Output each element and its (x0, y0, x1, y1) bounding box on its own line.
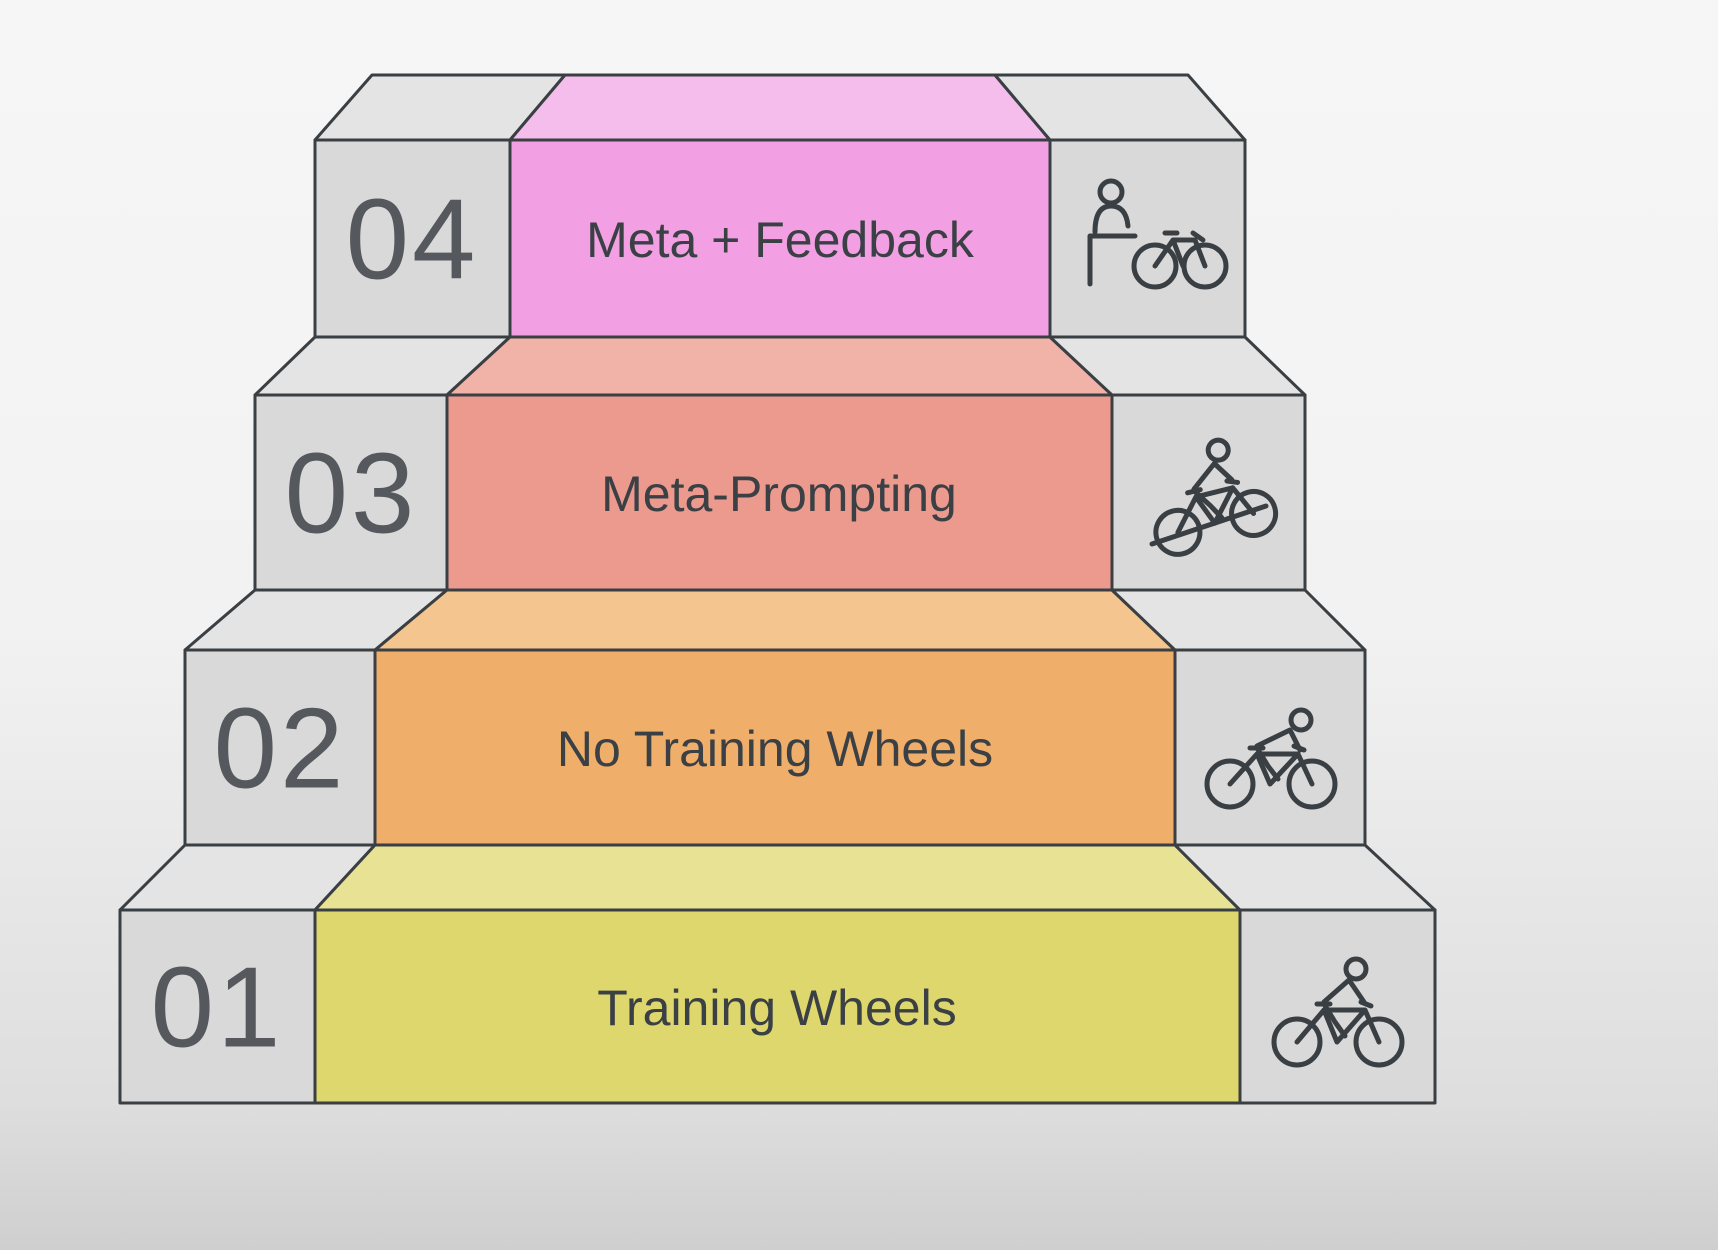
level-03: 03 Meta-Prompting (253, 335, 1307, 592)
level-03-top-center-face (445, 335, 1114, 397)
cyclist-leaning-icon (1204, 707, 1338, 810)
level-04-number: 04 (346, 177, 479, 304)
level-01-icon-block (1238, 908, 1437, 1105)
level-04-label: Meta + Feedback (586, 212, 975, 268)
level-01-label: Training Wheels (597, 980, 956, 1036)
level-01-number: 01 (151, 945, 284, 1072)
level-04-top-center-face (508, 73, 1052, 142)
level-01: 01 Training Wheels (118, 843, 1437, 1105)
person-with-bicycle-icon (1087, 178, 1229, 290)
cyclist-icon (1271, 956, 1405, 1068)
level-02-number: 02 (214, 686, 347, 813)
cyclist-slope-icon (1149, 437, 1279, 557)
level-02: 02 No Training Wheels (183, 588, 1367, 847)
level-04: 04 Meta + Feedback (313, 73, 1247, 339)
level-03-number: 03 (285, 431, 418, 558)
level-02-top-center-face (373, 588, 1177, 652)
level-03-label: Meta-Prompting (601, 466, 957, 522)
level-02-icon-block (1173, 648, 1367, 847)
level-02-label: No Training Wheels (557, 721, 993, 777)
level-01-top-center-face (313, 843, 1242, 912)
level-04-icon-block (1048, 138, 1247, 339)
